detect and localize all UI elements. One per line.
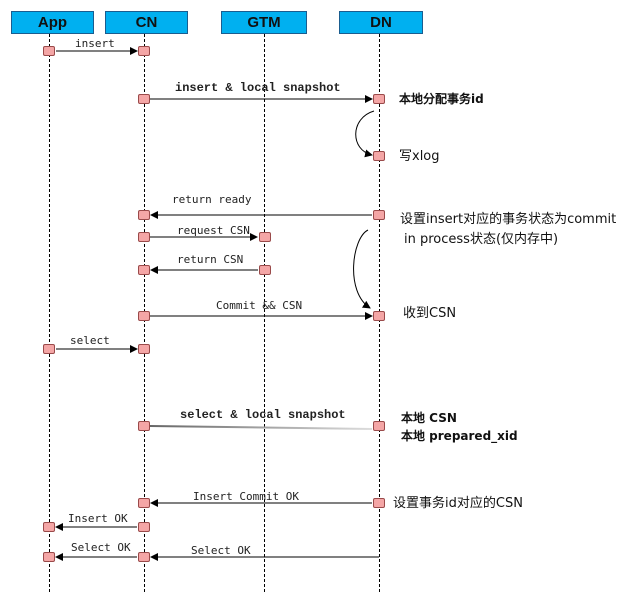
activation-cn <box>138 210 150 220</box>
participant-dn: DN <box>339 11 423 34</box>
activation-cn <box>138 498 150 508</box>
participant-app: App <box>11 11 94 34</box>
activation-app <box>43 552 55 562</box>
activation-cn <box>138 311 150 321</box>
activation-app <box>43 344 55 354</box>
note-alloc-txid: 本地分配事务id <box>399 92 484 106</box>
activation-dn <box>373 311 385 321</box>
activation-cn <box>138 522 150 532</box>
participant-gtm: GTM <box>221 11 307 34</box>
message-select-local-snapshot: select & local snapshot <box>180 408 346 422</box>
message-insert-commit-ok: Insert Commit OK <box>193 490 299 503</box>
message-select-ok-dn: Select OK <box>191 544 251 557</box>
activation-cn <box>138 46 150 56</box>
participant-cn: CN <box>105 11 188 34</box>
activation-gtm <box>259 265 271 275</box>
arrow-select-local-snapshot <box>149 425 373 430</box>
note-write-xlog: 写xlog <box>399 149 440 164</box>
activation-cn <box>138 265 150 275</box>
lifeline-gtm <box>264 34 265 592</box>
message-return-csn: return CSN <box>177 253 244 266</box>
activation-dn <box>373 151 385 161</box>
message-insert-ok: Insert OK <box>68 512 128 525</box>
message-insert-local-snapshot: insert & local snapshot <box>175 81 341 95</box>
activation-cn <box>138 232 150 242</box>
activation-cn <box>138 421 150 431</box>
note-receive-csn: 收到CSN <box>403 306 457 321</box>
activation-cn <box>138 94 150 104</box>
message-commit-csn: Commit && CSN <box>216 299 303 312</box>
note-local-prepared-xid: 本地 prepared_xid <box>401 429 518 443</box>
note-set-txid-csn: 设置事务id对应的CSN <box>393 496 523 511</box>
message-select-ok-cn: Select OK <box>71 541 131 554</box>
note-set-commit-in-progress-2: in process状态(仅内存中) <box>404 232 559 247</box>
activation-gtm <box>259 232 271 242</box>
lifeline-app <box>49 34 50 592</box>
note-set-commit-in-progress-1: 设置insert对应的事务状态为commit <box>400 212 617 227</box>
activation-dn <box>373 94 385 104</box>
activation-app <box>43 46 55 56</box>
activation-dn <box>373 421 385 431</box>
arrow-dn-self-progress <box>353 229 371 309</box>
message-return-ready: return ready <box>172 193 252 206</box>
activation-dn <box>373 210 385 220</box>
activation-dn <box>373 498 385 508</box>
activation-app <box>43 522 55 532</box>
arrow-dn-self-xlog <box>355 110 375 158</box>
activation-cn <box>138 344 150 354</box>
activation-cn <box>138 552 150 562</box>
note-local-csn: 本地 CSN <box>401 411 457 425</box>
message-insert: insert <box>75 37 115 50</box>
message-select: select <box>70 334 110 347</box>
message-request-csn: request CSN <box>177 224 250 237</box>
